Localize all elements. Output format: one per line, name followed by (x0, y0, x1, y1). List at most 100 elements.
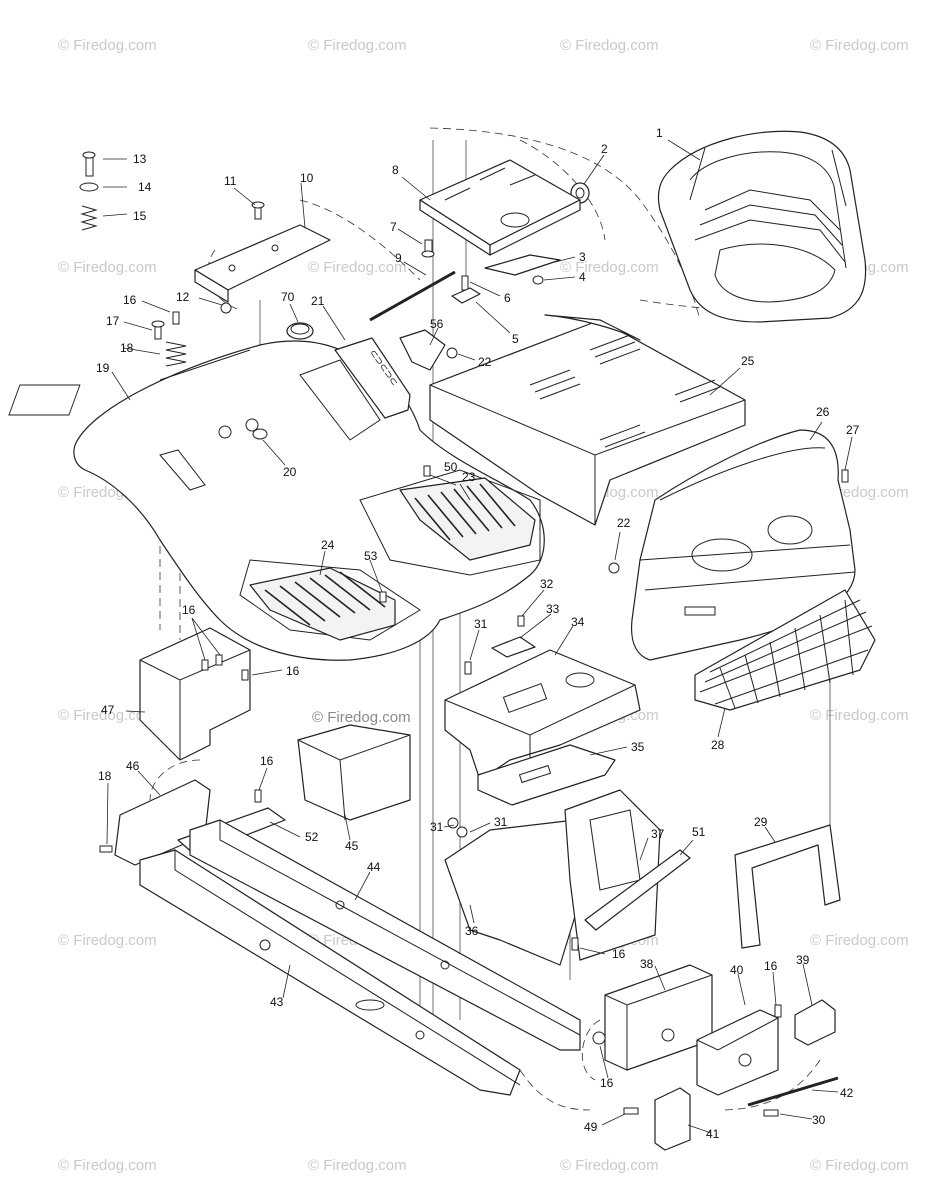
callout-6: 6 (504, 291, 511, 305)
nut-22-top[interactable] (446, 347, 458, 359)
watermark: © Firedog.com (58, 1157, 157, 1174)
bolt-53[interactable] (379, 591, 387, 603)
bolt-49[interactable] (623, 1107, 639, 1115)
bolt-27[interactable] (841, 469, 849, 483)
frame-rail-43[interactable] (139, 849, 521, 1096)
callout-20: 20 (283, 465, 297, 479)
callout-16: 16 (286, 664, 300, 678)
nut-12[interactable] (220, 302, 232, 314)
callout-27: 27 (846, 423, 860, 437)
nut-22-side[interactable] (608, 562, 620, 574)
bolt-31-mid[interactable] (447, 817, 468, 838)
bracket-38[interactable] (604, 964, 713, 1071)
callout-16: 16 (764, 959, 778, 973)
bolt-16-right[interactable] (774, 1004, 782, 1018)
callout-31: 31 (430, 820, 444, 834)
watermark: © Firedog.com (58, 37, 157, 54)
spring-assembly-left[interactable] (151, 311, 187, 367)
bolt-31-top[interactable] (464, 661, 472, 675)
callout-18: 18 (120, 341, 134, 355)
hood[interactable] (630, 429, 856, 661)
side-shield-47[interactable] (139, 627, 251, 761)
pin-30[interactable] (763, 1109, 779, 1117)
watermark: © Firedog.com (308, 1157, 407, 1174)
callout-43: 43 (270, 995, 284, 1009)
callout-18: 18 (98, 769, 112, 783)
bolt-7[interactable] (421, 239, 435, 258)
bolt-16-bracket[interactable] (592, 1031, 606, 1045)
callout-41: 41 (706, 1127, 720, 1141)
battery-tray[interactable] (297, 724, 411, 821)
callout-10: 10 (300, 171, 314, 185)
spring-bolt-set[interactable] (79, 151, 99, 231)
callout-22: 22 (617, 516, 631, 530)
callout-8: 8 (392, 163, 399, 177)
bolt-32[interactable] (517, 615, 525, 627)
seat-rod[interactable] (369, 270, 456, 322)
watermark: © Firedog.com (810, 707, 909, 724)
fuel-cap[interactable] (286, 322, 314, 340)
callout-25: 25 (741, 354, 755, 368)
seat-pan-bracket[interactable] (194, 224, 331, 303)
bracket-41[interactable] (654, 1087, 691, 1151)
nut-20[interactable] (252, 428, 268, 440)
callout-11: 11 (224, 174, 237, 188)
callout-16: 16 (123, 293, 137, 307)
callout-70: 70 (281, 290, 295, 304)
footrest-mat-left[interactable] (249, 567, 396, 641)
bolt-50[interactable] (423, 465, 431, 477)
seat-bracket[interactable] (484, 254, 561, 276)
watermark: © Firedog.com (308, 37, 407, 54)
callout-4: 4 (579, 270, 586, 284)
dash-panel-36[interactable] (444, 819, 581, 966)
seat[interactable] (657, 130, 867, 323)
plate-33[interactable] (491, 636, 536, 658)
rod-42[interactable] (747, 1076, 839, 1107)
callout-33: 33 (546, 602, 560, 616)
callout-56: 56 (430, 317, 444, 331)
bracket-39[interactable] (794, 999, 836, 1046)
clip-56[interactable] (399, 329, 446, 371)
callout-31: 31 (494, 815, 508, 829)
fender-body[interactable] (8, 340, 545, 661)
callout-labels: 1 2 3 4 5 6 7 8 9 10 11 12 13 14 15 16 1… (96, 126, 860, 1141)
callout-44: 44 (367, 860, 381, 874)
bolt-16-mid[interactable] (571, 937, 579, 951)
hood-bracket[interactable] (734, 824, 841, 949)
bracket-40[interactable] (696, 1009, 779, 1096)
nut-4[interactable] (532, 275, 544, 285)
callout-49: 49 (584, 1120, 598, 1134)
callout-50: 50 (444, 460, 458, 474)
callout-23: 23 (462, 470, 476, 484)
seat-plate[interactable] (419, 159, 581, 256)
callout-21: 21 (311, 294, 325, 308)
callout-7: 7 (390, 220, 397, 234)
watermark: © Firedog.com (810, 37, 909, 54)
callout-51: 51 (692, 825, 706, 839)
bolt-11[interactable] (251, 201, 265, 220)
callout-34: 34 (571, 615, 585, 629)
bolt-16-lower[interactable] (254, 789, 262, 803)
callout-16: 16 (260, 754, 274, 768)
footrest-mat-right[interactable] (399, 477, 536, 561)
callout-9: 9 (395, 251, 402, 265)
callout-24: 24 (321, 538, 335, 552)
callout-22: 22 (478, 355, 492, 369)
support-rail-51[interactable] (584, 849, 691, 931)
grille[interactable] (694, 589, 876, 711)
mount-plate-35[interactable] (477, 744, 616, 806)
seat-adjust-knob[interactable] (451, 275, 481, 304)
watermark-center: © Firedog.com (312, 709, 411, 726)
callout-42: 42 (840, 1086, 854, 1100)
callout-37: 37 (651, 827, 665, 841)
callout-40: 40 (730, 963, 744, 977)
callout-29: 29 (754, 815, 768, 829)
callout-46: 46 (126, 759, 140, 773)
bolt-18-lower[interactable] (99, 845, 113, 853)
frame-rail-44[interactable] (189, 819, 581, 1051)
callout-15: 15 (133, 209, 147, 223)
callout-17: 17 (106, 314, 120, 328)
dash-shroud[interactable] (429, 314, 746, 526)
callout-38: 38 (640, 957, 654, 971)
